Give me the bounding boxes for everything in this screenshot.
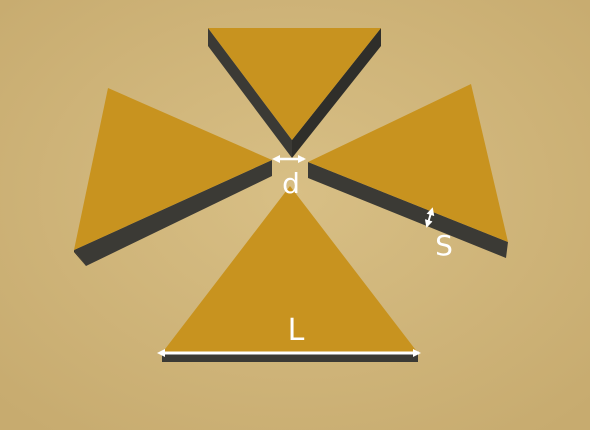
triangle-bottom-face (162, 186, 418, 353)
spacing-arrow (424, 207, 435, 228)
triangle-top (208, 28, 381, 158)
side-length-label: L (288, 313, 305, 348)
triangle-top-face (208, 28, 381, 140)
triangle-left (74, 88, 272, 266)
triangle-top-side (208, 28, 292, 158)
spacing-label: S (435, 229, 453, 262)
gap-label: d (282, 167, 300, 200)
triangle-top-side (292, 28, 381, 158)
triangle-left-side (74, 160, 272, 266)
triangle-right-side (308, 162, 508, 258)
triangle-right-face (308, 84, 508, 242)
triangle-left-face (74, 88, 272, 250)
triangle-right (308, 84, 508, 258)
triangle-left-side (74, 250, 86, 266)
